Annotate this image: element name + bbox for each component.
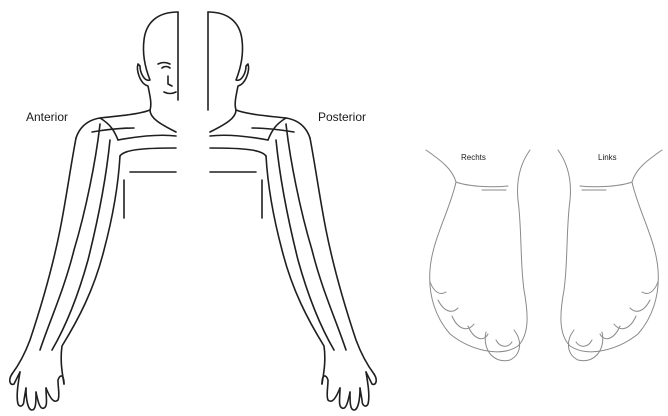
left-foot-outline	[558, 150, 662, 352]
anterior-label: Anterior	[26, 110, 68, 124]
posterior-label: Posterior	[318, 110, 366, 124]
rechts-label: Rechts	[461, 153, 486, 162]
links-label: Links	[598, 153, 617, 162]
right-foot-outline	[426, 150, 530, 352]
